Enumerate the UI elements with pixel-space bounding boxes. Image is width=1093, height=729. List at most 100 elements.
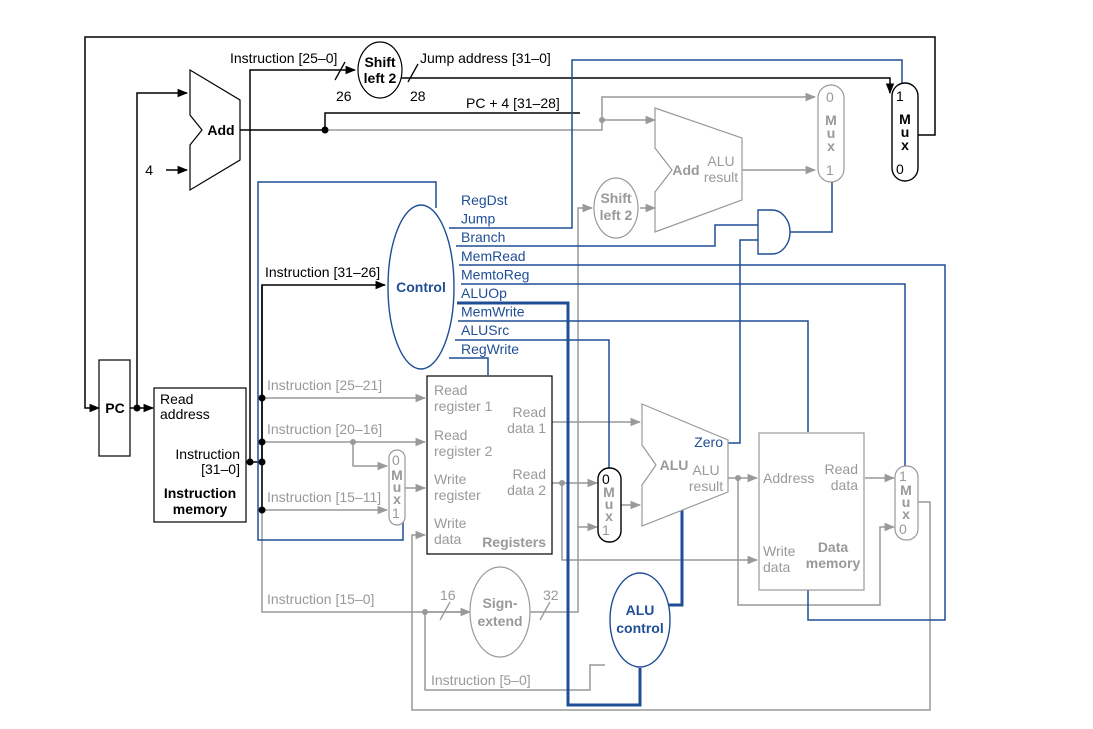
- wire-pc4-to-branch-mux: [325, 92, 817, 131]
- alusrc-mux-u: u: [605, 496, 614, 512]
- wire-alucontrol-to-alu: [668, 510, 684, 607]
- wire-jump-address: [400, 77, 895, 95]
- jump-mux-0: 0: [896, 161, 904, 177]
- wire-rd2-to-memwrite: [561, 483, 759, 565]
- instr-5-0-label: Instruction [5–0]: [431, 672, 531, 688]
- junction-dots: [133, 126, 329, 514]
- wire-jump: [449, 59, 903, 229]
- instr-25-0-label: Instruction [25–0]: [230, 50, 337, 66]
- dmem-read-data-a: Read: [825, 461, 858, 477]
- wire-rt-to-regmux: [352, 442, 389, 471]
- imem-instruction-a: Instruction: [175, 446, 240, 462]
- jump-mux-u: u: [901, 124, 910, 140]
- dmem-write-data-a: Write: [763, 543, 796, 559]
- wire-instr-25-0: [249, 65, 357, 462]
- pc-adder-label: Add: [207, 122, 234, 138]
- sign-extend-a: Sign-: [483, 595, 518, 611]
- alusrc-mux-x: x: [605, 508, 613, 524]
- branch-mux-x: x: [827, 138, 835, 154]
- wire-signext-to-alumux: [530, 522, 599, 613]
- alusrc-mux: 0 M u x 1: [597, 467, 622, 543]
- wire-instr-5-0: [424, 612, 605, 691]
- wire-and-to-mux: [790, 180, 833, 233]
- memtoreg-mux: 1 M u x 0: [894, 465, 919, 541]
- regdst-mux: 0 M u x 1: [388, 449, 406, 526]
- alu-label: ALU: [660, 457, 689, 473]
- alu-control-a: ALU: [626, 602, 655, 618]
- shift-jump-label-a: Shift: [364, 54, 395, 70]
- alu-control: ALU control: [609, 572, 671, 668]
- branch-adder-result: result: [704, 169, 738, 185]
- reg-read-register-1-b: register 1: [434, 398, 493, 414]
- branch-adder: Add ALU result: [654, 107, 743, 233]
- registers-title: Registers: [482, 534, 546, 550]
- branch-mux-m: M: [825, 112, 837, 128]
- reg-read-register-2-a: Read: [434, 427, 467, 443]
- register-file: Read register 1 Read register 2 Write re…: [426, 375, 553, 555]
- reg-write-data-a: Write: [434, 515, 467, 531]
- wire-wbmux-to-writedata: [411, 501, 931, 711]
- instr-15-11-label: Instruction [15–11]: [267, 489, 381, 505]
- imem-title-a: Instruction: [164, 485, 236, 501]
- wb-mux-0: 0: [899, 521, 907, 537]
- branch-and-gate: [757, 209, 791, 255]
- shift-branch-label-a: Shift: [600, 190, 631, 206]
- gray-junction-dots: [350, 117, 741, 615]
- instr-31-26-label: Instruction [31–26]: [265, 264, 380, 280]
- control-signal-memwrite: MemWrite: [461, 304, 525, 320]
- control-unit: Control: [387, 204, 455, 370]
- shift-branch-label-b: left 2: [600, 207, 633, 223]
- wire-memwrite: [458, 320, 809, 432]
- control-wires: [257, 59, 946, 621]
- branch-mux-u: u: [827, 125, 836, 141]
- control-signal-regdst: RegDst: [461, 192, 508, 208]
- wb-mux-x: x: [902, 506, 910, 522]
- branch-mux-0: 0: [826, 89, 834, 105]
- control-signal-aluop: ALUOp: [461, 285, 507, 301]
- regdst-mux-0: 0: [392, 452, 400, 468]
- wire-memread: [459, 264, 946, 621]
- control-signal-branch: Branch: [461, 229, 505, 245]
- alu-control-b: control: [616, 620, 663, 636]
- control-signal-labels: RegDstJumpBranchMemReadMemtoRegALUOpMemW…: [461, 192, 529, 357]
- control-signal-memtoreg: MemtoReg: [461, 266, 529, 282]
- wire-aluresult-to-wbmux: [737, 478, 896, 606]
- imem-read-address-b: address: [160, 406, 210, 422]
- regdst-mux-x: x: [393, 491, 401, 507]
- dmem-title-a: Data: [818, 539, 849, 555]
- pc-label: PC: [105, 400, 124, 416]
- reg-write-register-b: register: [434, 487, 481, 503]
- reg-read-register-2-b: register 2: [434, 443, 493, 459]
- wb-mux-u: u: [902, 494, 911, 510]
- wire-signext-to-shift2: [577, 203, 594, 527]
- control-label: Control: [396, 279, 446, 295]
- dmem-read-data-b: data: [831, 477, 858, 493]
- alusrc-mux-1: 1: [602, 522, 610, 538]
- jump-mux-1: 1: [896, 88, 904, 104]
- regdst-mux-u: u: [393, 479, 402, 495]
- control-signal-alusrc: ALUSrc: [461, 322, 509, 338]
- instruction-memory: Read address Instruction [31–0] Instruct…: [153, 387, 247, 523]
- reg-write-data-b: data: [434, 531, 461, 547]
- wire-jumpmux-to-pc: [84, 36, 936, 413]
- branch-adder-alu: ALU: [707, 153, 734, 169]
- instr-15-0-label: Instruction [15–0]: [267, 591, 374, 607]
- alu-zero-label: Zero: [694, 434, 723, 450]
- branch-mux-1: 1: [826, 162, 834, 178]
- wb-mux-1: 1: [899, 468, 907, 484]
- alu: ALU Zero ALU result: [641, 403, 729, 527]
- alusrc-mux-0: 0: [602, 471, 610, 487]
- dmem-title-b: memory: [806, 555, 861, 571]
- wire-zero: [728, 239, 758, 444]
- shift-left-2-jump: Shift left 2: [357, 41, 403, 99]
- bits-26-label: 26: [336, 88, 352, 104]
- bits-28-label: 28: [410, 88, 426, 104]
- instr-20-16-label: Instruction [20–16]: [267, 421, 382, 437]
- reg-read-data-2-a: Read: [513, 466, 546, 482]
- imem-read-address-a: Read: [160, 391, 193, 407]
- imem-title-b: memory: [173, 501, 228, 517]
- shift-left-2-branch: Shift left 2: [593, 177, 639, 239]
- regdst-mux-m: M: [391, 467, 403, 483]
- constant-4: 4: [145, 162, 153, 178]
